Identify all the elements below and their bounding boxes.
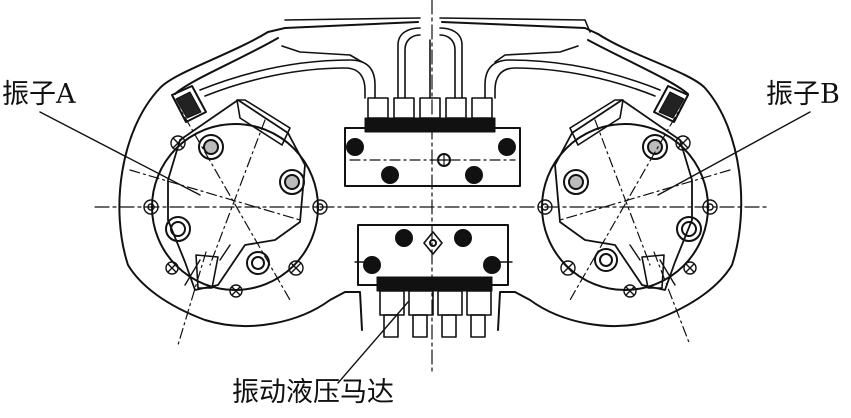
- lower-motor-block: [354, 224, 513, 338]
- vibrator-a-bolts: [165, 134, 305, 275]
- motor-fittings: [376, 276, 493, 338]
- vibrator-a: [129, 99, 328, 346]
- hydraulic-motor-label: 振动液压马达: [232, 377, 394, 408]
- mount-block-left: [171, 85, 207, 123]
- leader-vibrator-b: [657, 111, 811, 196]
- center-lines: [94, 0, 771, 373]
- vibrator-a-screws: [143, 135, 328, 298]
- hydraulic-pipes: [199, 27, 661, 99]
- leader-lines: [39, 111, 811, 384]
- outer-housing: [118, 17, 743, 331]
- vibrator-a-label: 振子A: [2, 79, 76, 110]
- vibrator-b-label: 振子B: [766, 79, 840, 110]
- vibrator-b: [537, 99, 731, 346]
- mount-block-right: [653, 85, 689, 123]
- upper-fittings: [364, 97, 496, 133]
- leader-vibrator-a: [39, 111, 201, 196]
- vibrator-b-bolts: [563, 134, 702, 272]
- leader-motor: [337, 301, 409, 384]
